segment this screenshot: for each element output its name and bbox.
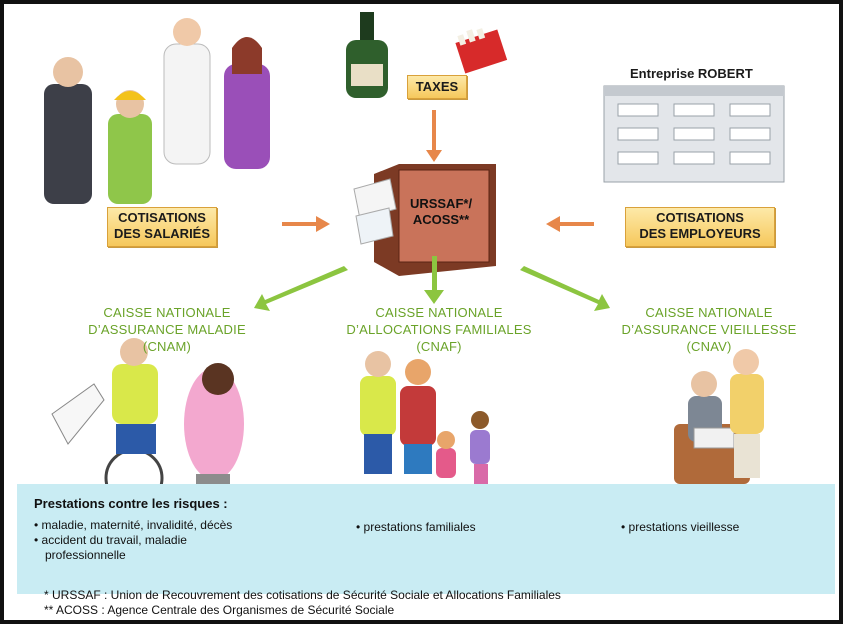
arrow-to-cnaf <box>424 256 444 304</box>
caisse-cnaf: CAISSE NATIONALE D’ALLOCATIONS FAMILIALE… <box>334 304 544 355</box>
prestation-accident-item: • accident du travail, maladie <box>34 533 187 547</box>
orange-arrows <box>282 110 594 232</box>
caisse-cnav-line1: CAISSE NATIONALE <box>645 305 773 320</box>
arrow-salaries-right <box>282 216 330 232</box>
cigarette-pack-illustration <box>455 28 508 74</box>
caisse-cnav-line2: D’ASSURANCE VIEILLESSE <box>621 322 797 337</box>
company-name: Entreprise ROBERT <box>630 66 753 81</box>
caisse-cnam-line2: D’ASSURANCE MALADIE <box>88 322 246 337</box>
urssaf-label: URSSAF*/ <box>409 196 473 211</box>
wine-bottle-illustration <box>346 12 388 98</box>
caisse-cnam: CAISSE NATIONALE D’ASSURANCE MALADIE (CN… <box>82 304 252 355</box>
prestations-familiales: • prestations familiales <box>356 520 476 534</box>
caisse-cnaf-line3: (CNAF) <box>416 339 462 354</box>
footnote-urssaf: * URSSAF : Union de Recouvrement des cot… <box>44 588 561 602</box>
footnote-acoss: ** ACOSS : Agence Centrale des Organisme… <box>44 603 395 617</box>
caisse-cnaf-line2: D’ALLOCATIONS FAMILIALES <box>346 322 532 337</box>
arrow-to-cnav <box>520 266 610 311</box>
cotisations-employeurs-line1: COTISATIONS <box>656 210 744 225</box>
cotisations-salaries-line2: DES SALARIÉS <box>113 226 211 241</box>
arrow-employeurs-left <box>546 216 594 232</box>
green-arrows <box>254 256 610 311</box>
workers-illustration <box>44 18 270 204</box>
arrow-to-cnam <box>254 266 348 311</box>
urssaf-acoss-label: URSSAF*/ ACOSS** <box>406 196 476 228</box>
elderly-illustration <box>674 349 764 484</box>
caisse-cnav-line3: (CNAV) <box>686 339 732 354</box>
caisse-cnam-line1: CAISSE NATIONALE <box>103 305 231 320</box>
taxes-box: TAXES <box>407 75 467 99</box>
taxes-label: TAXES <box>415 79 459 94</box>
caisse-cnav: CAISSE NATIONALE D’ASSURANCE VIEILLESSE … <box>614 304 804 355</box>
cotisations-employeurs-line2: DES EMPLOYEURS <box>639 226 761 241</box>
arrow-taxes-down <box>426 110 442 162</box>
family-illustration <box>360 351 490 492</box>
cotisations-employeurs-box: COTISATIONS DES EMPLOYEURS <box>625 207 775 247</box>
prestations-title: Prestations contre les risques : <box>34 496 228 511</box>
safe-illustration <box>353 164 496 276</box>
prestations-vieillesse: • prestations vieillesse <box>621 520 740 534</box>
prestations-band <box>17 484 835 594</box>
prestation-maladie-item: • maladie, maternité, invalidité, décès <box>34 518 233 532</box>
acoss-label: ACOSS** <box>412 212 470 227</box>
health-illustration <box>51 338 244 508</box>
caisse-cnam-line3: (CNAM) <box>142 339 192 354</box>
building-illustration <box>603 85 785 183</box>
illustration-layer <box>44 12 785 508</box>
cotisations-salaries-line1: COTISATIONS <box>118 210 206 225</box>
prestations-maladie: • maladie, maternité, invalidité, décès … <box>34 518 232 563</box>
prestation-professionnelle-item: professionnelle <box>45 548 126 562</box>
caisse-cnaf-line1: CAISSE NATIONALE <box>375 305 503 320</box>
cotisations-salaries-box: COTISATIONS DES SALARIÉS <box>107 207 217 247</box>
